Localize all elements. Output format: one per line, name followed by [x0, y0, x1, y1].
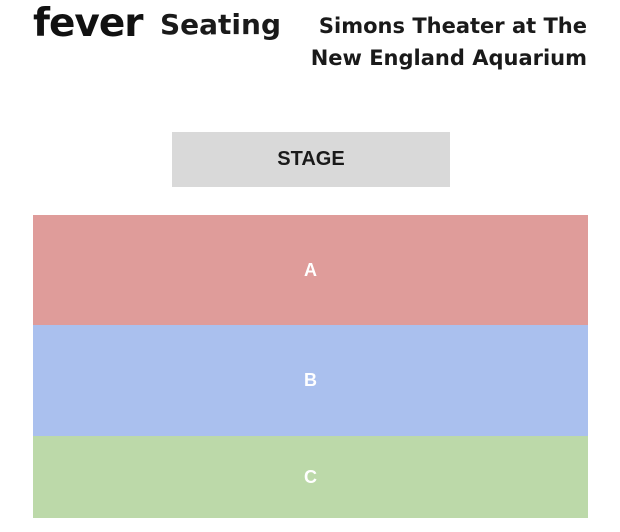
- seating-label: Seating: [160, 8, 282, 41]
- venue-title: Simons Theater at The New England Aquari…: [267, 10, 587, 74]
- stage-area: STAGE: [172, 132, 450, 187]
- venue-title-line-2: New England Aquarium: [310, 46, 587, 70]
- section-c[interactable]: C: [33, 436, 588, 518]
- venue-title-line-1: Simons Theater at The: [318, 14, 587, 38]
- section-c-label: C: [304, 466, 317, 487]
- section-a[interactable]: A: [33, 215, 588, 325]
- section-b-label: B: [304, 370, 317, 390]
- section-b[interactable]: B: [33, 325, 588, 436]
- fever-logo: fever: [33, 1, 144, 46]
- section-a-label: A: [304, 259, 317, 280]
- stage-label: STAGE: [277, 148, 345, 170]
